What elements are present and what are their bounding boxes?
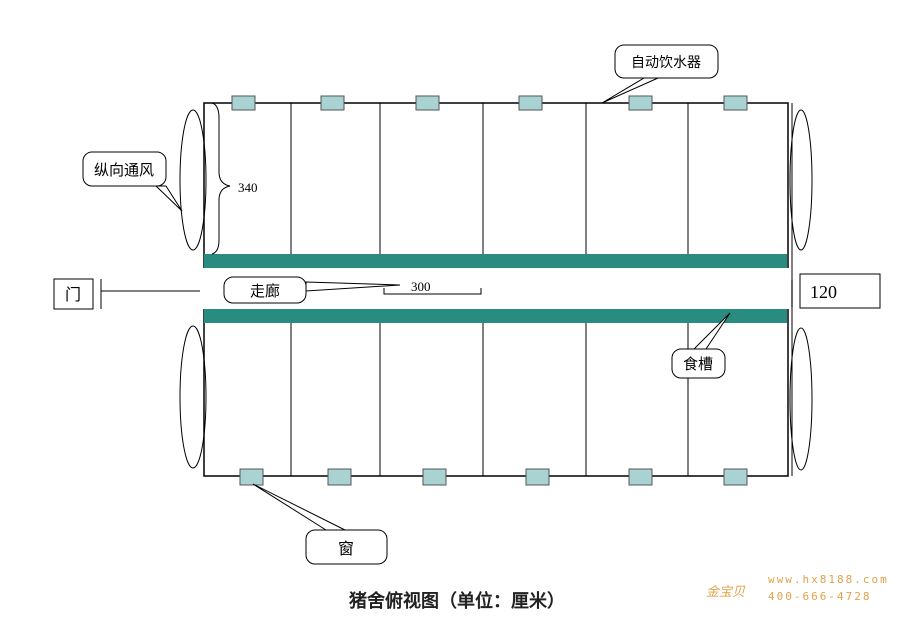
water-dispenser-icon <box>723 95 748 111</box>
bottom-pen-dividers <box>290 322 689 476</box>
watermark-url: www.hx8188.com <box>768 573 889 586</box>
door-label-box <box>53 278 94 310</box>
callout-corridor-box <box>223 276 307 304</box>
fan-icon-left-top <box>179 109 207 251</box>
water-dispenser-icon <box>415 95 440 111</box>
fan-icon-left-bottom <box>179 325 207 469</box>
top-pen-dividers <box>290 103 689 254</box>
fan-icon-right-top <box>789 109 813 251</box>
water-dispenser-icon <box>628 95 653 111</box>
window-icon <box>422 468 447 486</box>
callout-window-label: 窗 <box>338 539 354 558</box>
callout-water-dispenser-label: 自动饮水器 <box>631 55 701 71</box>
watermark-phone: 400-666-4728 <box>768 590 871 603</box>
fan-icon-right-bottom <box>789 327 813 471</box>
water-dispenser-icon <box>518 95 543 111</box>
window-icon <box>525 468 550 486</box>
dimension-label-300: 300 <box>411 279 431 294</box>
water-dispenser-icon <box>320 95 345 111</box>
window-icon <box>327 468 352 486</box>
callout-ventilation-pointer <box>154 185 183 212</box>
callout-ventilation-label: 纵向通风 <box>94 161 154 179</box>
window-icon <box>723 468 748 486</box>
window-icon <box>239 468 264 486</box>
figure-caption: 猪舍俯视图（单位：厘米） <box>348 590 565 612</box>
trough-bottom <box>204 309 787 323</box>
callout-trough-box <box>671 348 726 379</box>
callout-ventilation-box <box>82 151 167 187</box>
dimension-brace-340 <box>211 102 231 255</box>
callout-corridor-label: 走廊 <box>250 282 280 300</box>
dimension-box-120 <box>799 273 881 309</box>
dimension-label-340: 340 <box>238 180 258 195</box>
door-label: 门 <box>65 285 81 304</box>
windows-bottom <box>239 468 748 486</box>
watermark-logo: 金宝贝 <box>706 584 746 600</box>
dimension-bracket-300 <box>383 288 482 295</box>
callout-window-box <box>305 529 388 565</box>
ventilation-fans <box>179 109 813 471</box>
callout-trough-label: 食槽 <box>683 355 713 373</box>
window-icon <box>628 468 653 486</box>
water-dispenser-icon <box>231 95 256 111</box>
callout-window-pointer <box>252 483 346 531</box>
dimension-label-120: 120 <box>810 282 837 302</box>
water-dispensers-top <box>231 95 748 111</box>
trough-top <box>204 254 787 268</box>
callout-water-dispenser-box <box>614 44 719 79</box>
